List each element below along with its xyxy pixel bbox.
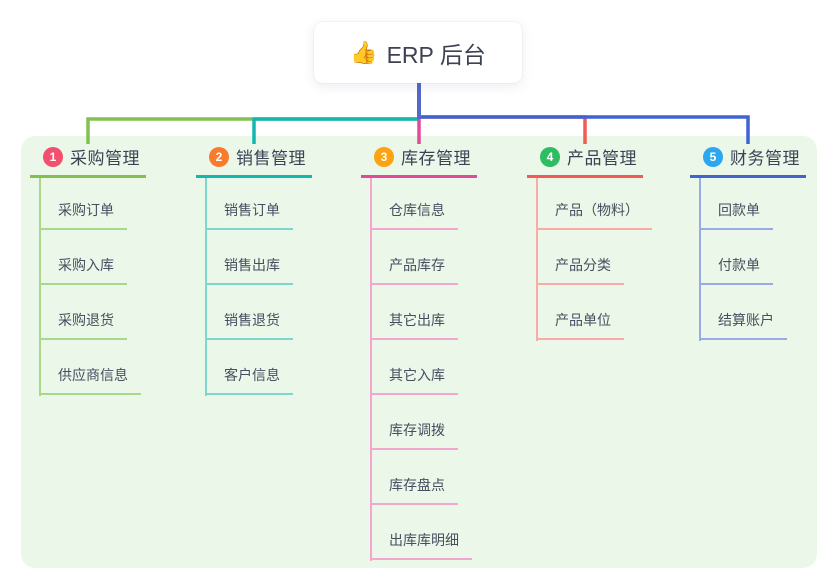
child-node[interactable]: 出库库明细 bbox=[370, 530, 472, 560]
child-row: 仓库信息 bbox=[361, 175, 472, 230]
children-connector-line bbox=[370, 178, 372, 561]
thumbs-up-icon: 👍 bbox=[350, 39, 378, 65]
child-node[interactable]: 仓库信息 bbox=[370, 200, 458, 230]
child-row: 采购退货 bbox=[30, 285, 141, 340]
children-connector-line bbox=[205, 178, 207, 396]
child-node[interactable]: 付款单 bbox=[699, 255, 773, 285]
child-row: 其它出库 bbox=[361, 285, 472, 340]
branch-children: 销售订单销售出库销售退货客户信息 bbox=[196, 175, 293, 396]
child-row: 产品（物料） bbox=[527, 175, 652, 230]
branch-title-label: 采购管理 bbox=[70, 149, 140, 168]
branch-children: 仓库信息产品库存其它出库其它入库库存调拨库存盘点出库库明细 bbox=[361, 175, 472, 561]
branch-title-label: 产品管理 bbox=[567, 149, 637, 168]
child-node[interactable]: 产品单位 bbox=[536, 310, 624, 340]
child-node[interactable]: 库存调拨 bbox=[370, 420, 458, 450]
child-node[interactable]: 销售退货 bbox=[205, 310, 293, 340]
child-row: 其它入库 bbox=[361, 340, 472, 395]
branch-title-node[interactable]: 5 财务管理 bbox=[690, 146, 806, 178]
child-node[interactable]: 结算账户 bbox=[699, 310, 787, 340]
branch-title-label: 销售管理 bbox=[236, 149, 306, 168]
child-node[interactable]: 供应商信息 bbox=[39, 365, 141, 395]
root-node-label: ERP 后台 bbox=[386, 41, 486, 68]
mindmap-background-panel bbox=[21, 136, 817, 568]
branch-1: 1 采购管理采购订单采购入库采购退货供应商信息 bbox=[30, 146, 146, 396]
branch-number-badge: 4 bbox=[540, 146, 560, 167]
child-node[interactable]: 客户信息 bbox=[205, 365, 293, 395]
branch-title-node[interactable]: 4 产品管理 bbox=[527, 146, 643, 178]
branch-3: 3 库存管理仓库信息产品库存其它出库其它入库库存调拨库存盘点出库库明细 bbox=[361, 146, 477, 561]
children-connector-line bbox=[39, 178, 41, 396]
child-node[interactable]: 其它出库 bbox=[370, 310, 458, 340]
branch-children: 产品（物料） 产品分类产品单位 bbox=[527, 175, 652, 341]
child-row: 客户信息 bbox=[196, 340, 293, 395]
child-row: 销售订单 bbox=[196, 175, 293, 230]
child-node[interactable]: 库存盘点 bbox=[370, 475, 458, 505]
child-row: 回款单 bbox=[690, 175, 787, 230]
child-row: 结算账户 bbox=[690, 285, 787, 340]
child-row: 产品库存 bbox=[361, 230, 472, 285]
child-row: 出库库明细 bbox=[361, 505, 472, 560]
child-node[interactable]: 产品分类 bbox=[536, 255, 624, 285]
branch-title-label: 财务管理 bbox=[730, 149, 800, 168]
branch-number-badge: 2 bbox=[209, 146, 229, 167]
branch-5: 5 财务管理回款单付款单结算账户 bbox=[690, 146, 806, 341]
child-row: 付款单 bbox=[690, 230, 787, 285]
child-node[interactable]: 采购入库 bbox=[39, 255, 127, 285]
branch-2: 2 销售管理销售订单销售出库销售退货客户信息 bbox=[196, 146, 312, 396]
child-node[interactable]: 其它入库 bbox=[370, 365, 458, 395]
branch-number-badge: 3 bbox=[374, 146, 394, 167]
child-node[interactable]: 回款单 bbox=[699, 200, 773, 230]
child-row: 采购订单 bbox=[30, 175, 141, 230]
branch-4: 4 产品管理产品（物料） 产品分类产品单位 bbox=[527, 146, 652, 341]
child-node[interactable]: 采购退货 bbox=[39, 310, 127, 340]
child-row: 供应商信息 bbox=[30, 340, 141, 395]
child-node[interactable]: 产品（物料） bbox=[536, 200, 652, 230]
children-connector-line bbox=[699, 178, 701, 341]
child-row: 销售出库 bbox=[196, 230, 293, 285]
branch-title-node[interactable]: 3 库存管理 bbox=[361, 146, 477, 178]
branch-number-badge: 1 bbox=[43, 146, 63, 167]
child-row: 采购入库 bbox=[30, 230, 141, 285]
child-node[interactable]: 销售出库 bbox=[205, 255, 293, 285]
child-row: 产品单位 bbox=[527, 285, 652, 340]
branch-title-node[interactable]: 2 销售管理 bbox=[196, 146, 312, 178]
child-node[interactable]: 采购订单 bbox=[39, 200, 127, 230]
children-connector-line bbox=[536, 178, 538, 341]
branch-title-label: 库存管理 bbox=[401, 149, 471, 168]
branch-title-node[interactable]: 1 采购管理 bbox=[30, 146, 146, 178]
branch-number-badge: 5 bbox=[703, 146, 723, 167]
child-row: 库存盘点 bbox=[361, 450, 472, 505]
child-row: 销售退货 bbox=[196, 285, 293, 340]
root-node-erp[interactable]: 👍 ERP 后台 bbox=[314, 22, 522, 83]
branch-children: 采购订单采购入库采购退货供应商信息 bbox=[30, 175, 141, 396]
child-node[interactable]: 产品库存 bbox=[370, 255, 458, 285]
child-node[interactable]: 销售订单 bbox=[205, 200, 293, 230]
branch-children: 回款单付款单结算账户 bbox=[690, 175, 787, 341]
child-row: 库存调拨 bbox=[361, 395, 472, 450]
child-row: 产品分类 bbox=[527, 230, 652, 285]
